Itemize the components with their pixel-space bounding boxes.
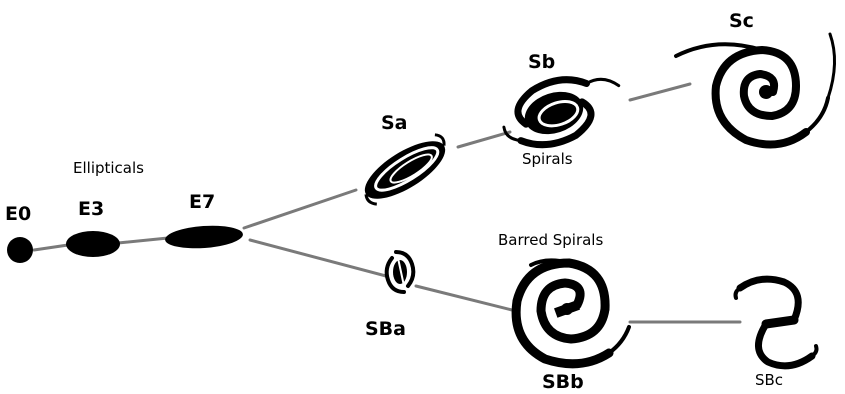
connector-sa-sb xyxy=(458,132,510,147)
e7-galaxy-shape xyxy=(164,223,243,250)
sa-label: Sa xyxy=(381,114,408,133)
sbb-label: SBb xyxy=(542,373,584,392)
e3-label: E3 xyxy=(78,200,104,219)
sbc-galaxy-shape xyxy=(736,279,817,366)
connector-e0-e3 xyxy=(34,245,68,250)
sc-galaxy-shape xyxy=(676,34,835,145)
e7-label: E7 xyxy=(189,193,215,212)
e0-galaxy-shape xyxy=(7,237,33,263)
sba-label: SBa xyxy=(365,320,406,339)
spirals-label: Spirals xyxy=(522,152,573,167)
connector-sba-sbb xyxy=(416,286,512,310)
sa-galaxy-shape xyxy=(355,129,455,210)
connector-e3-e7 xyxy=(118,238,168,243)
sbb-galaxy-shape xyxy=(516,260,629,363)
connector-sb-sc xyxy=(630,84,690,100)
barred-spirals-label: Barred Spirals xyxy=(498,233,603,248)
sbc-label: SBc xyxy=(755,373,783,388)
sb-label: Sb xyxy=(528,53,555,72)
ellipticals-label: Ellipticals xyxy=(73,161,144,176)
sb-galaxy-shape xyxy=(495,62,630,157)
sc-label: Sc xyxy=(729,12,754,31)
sba-galaxy-shape xyxy=(387,252,414,292)
e3-galaxy-shape xyxy=(66,231,120,257)
connector-e7-sa xyxy=(244,190,356,228)
connector-e7-sba xyxy=(250,240,386,276)
e0-label: E0 xyxy=(5,205,31,224)
